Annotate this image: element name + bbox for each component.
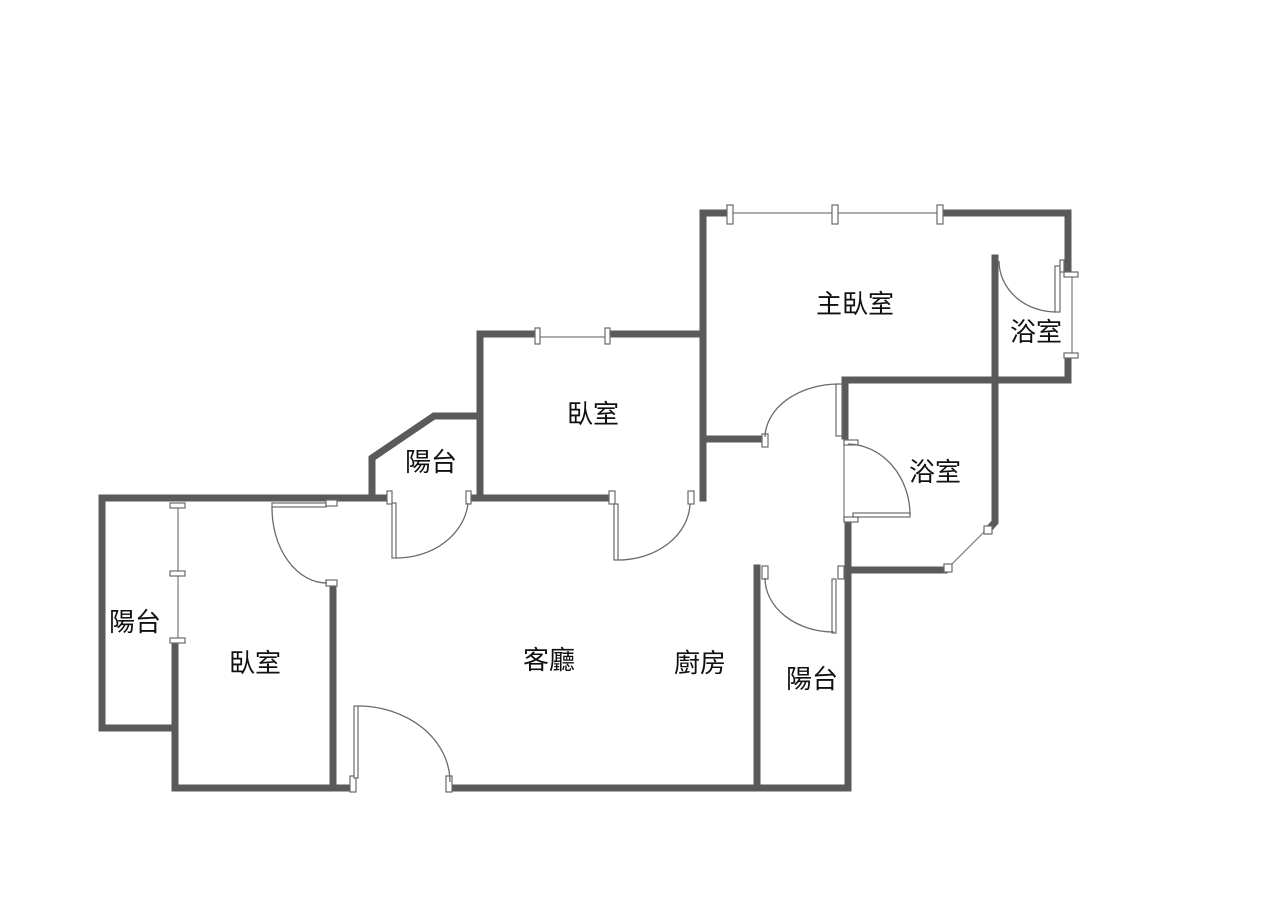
label-bedroom-west: 臥室 bbox=[229, 648, 281, 678]
wall-north-balcony bbox=[368, 412, 484, 502]
label-living-room: 客廳 bbox=[523, 645, 575, 675]
label-bedroom-north: 臥室 bbox=[567, 399, 619, 429]
door-balcony-north bbox=[386, 490, 472, 559]
windows bbox=[169, 204, 1079, 644]
wall-master-west bbox=[699, 209, 732, 502]
window-mullion bbox=[169, 637, 186, 644]
window-mullion bbox=[943, 563, 953, 573]
window-mullion bbox=[604, 327, 611, 345]
window-mullion bbox=[534, 327, 541, 345]
window-mullion bbox=[983, 525, 993, 535]
window-mullion bbox=[1063, 271, 1079, 278]
door-balcony-east bbox=[761, 565, 845, 634]
door-bedroom-north bbox=[608, 490, 695, 561]
wall-bedroom-north-west bbox=[476, 330, 540, 502]
label-master-bathroom: 浴室 bbox=[1010, 317, 1062, 347]
window-bath-diagonal bbox=[947, 527, 989, 569]
label-balcony-west: 陽台 bbox=[109, 607, 161, 637]
room-labels: 主臥室 浴室 浴室 臥室 陽台 臥室 陽台 客廳 廚房 陽台 bbox=[109, 289, 1062, 694]
label-balcony-east: 陽台 bbox=[786, 664, 838, 694]
door-bedroom-west bbox=[271, 499, 338, 587]
wall-bath-east bbox=[983, 376, 999, 535]
label-kitchen: 廚房 bbox=[674, 648, 726, 678]
door-entrance bbox=[349, 705, 453, 793]
window-mullion bbox=[169, 570, 186, 577]
window-mullion bbox=[1063, 352, 1079, 359]
walls bbox=[98, 209, 1072, 792]
door-master-bathroom bbox=[998, 259, 1065, 313]
label-balcony-north: 陽台 bbox=[405, 447, 457, 477]
window-mullion bbox=[936, 204, 944, 225]
label-bathroom: 浴室 bbox=[909, 457, 961, 487]
doors bbox=[271, 259, 1065, 793]
window-mullion bbox=[169, 502, 186, 509]
door-master-bedroom bbox=[761, 383, 843, 448]
window-mullion bbox=[831, 204, 839, 225]
window-mullion bbox=[726, 204, 734, 225]
wall-west-top bbox=[98, 494, 179, 732]
door-bathroom bbox=[843, 439, 911, 523]
label-master-bedroom: 主臥室 bbox=[816, 289, 894, 319]
